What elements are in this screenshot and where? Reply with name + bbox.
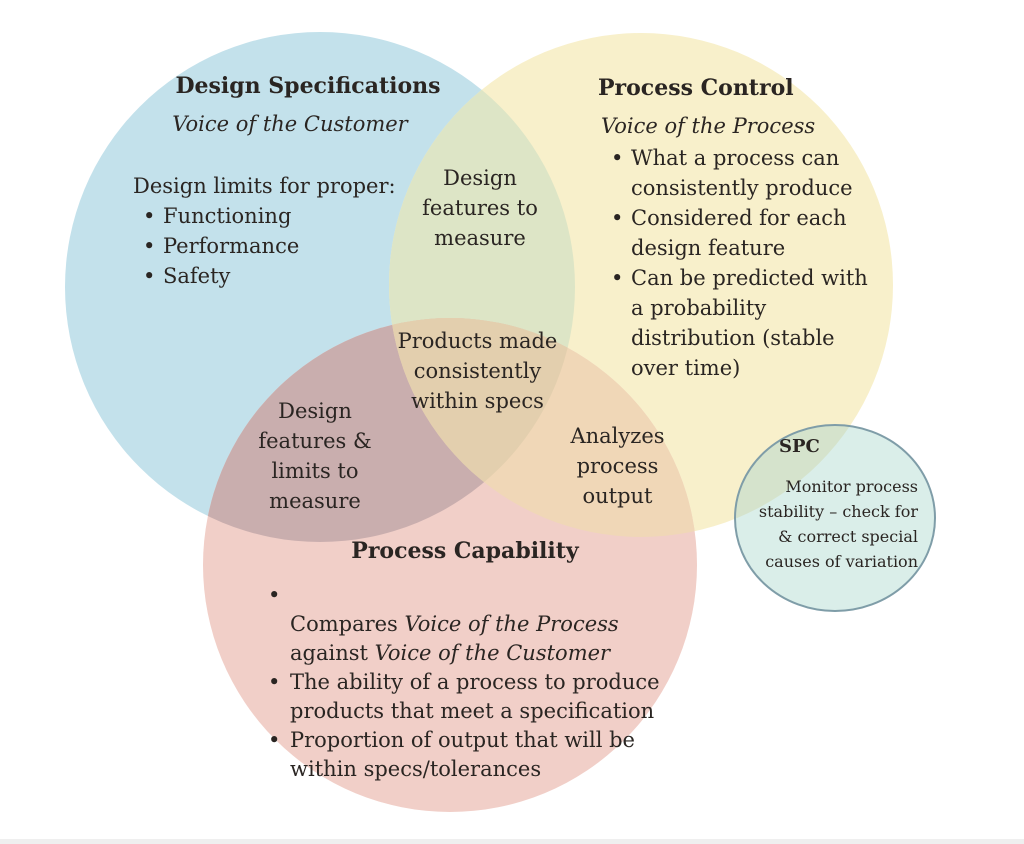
process-capability-list: Compares Voice of the Process against Vo… [268,581,688,784]
triple-overlap-label: Products made consistently within specs [397,329,558,413]
list-item: Performance [133,231,423,261]
bullet-text-italic: Voice of the Customer [374,641,611,665]
list-item-label: Safety [163,264,231,288]
list-item: Considered for each design feature [601,203,881,263]
design-specifications-subtitle: Voice of the Customer [172,112,408,136]
bottom-edge [0,839,1024,844]
specs-capability-overlap-label: Design features & limits to measure [258,399,372,513]
list-item-label: Performance [163,234,300,258]
control-capability-overlap-label: Analyzes process output [570,424,665,508]
list-item-label: Compares Voice of the Process against Vo… [290,581,619,668]
design-limits-intro: Design limits for proper: [133,174,396,198]
specs-control-overlap-label: Design features to measure [422,166,538,250]
list-item: Functioning [133,201,423,231]
process-control-subtitle: Voice of the Process [601,114,816,138]
process-control-title: Process Control [598,75,794,101]
bullet-text: Compares [290,612,405,636]
list-item: The ability of a process to produce prod… [268,668,688,726]
list-item: Safety [133,261,423,291]
design-specifications-list: Design limits for proper: Functioning Pe… [133,171,423,291]
list-item-label: The ability of a process to produce prod… [290,670,660,723]
process-capability-title: Process Capability [351,538,579,564]
list-item-label: What a process can consistently produce [631,146,853,200]
list-item-label: Considered for each design feature [631,206,847,260]
bullet-text-italic: Voice of the Process [404,612,619,636]
list-item-label: Proportion of output that will be within… [290,728,635,781]
list-item-label: Can be predicted with a probability dist… [631,266,868,380]
list-item-label: Functioning [163,204,292,228]
list-item: Can be predicted with a probability dist… [601,263,881,383]
spc-circle-outline [734,424,936,612]
list-item: What a process can consistently produce [601,143,881,203]
design-specifications-title: Design Specifications [175,73,441,99]
list-item: Compares Voice of the Process against Vo… [268,581,688,668]
spc-body: Monitor process stability – check for & … [758,477,918,571]
process-control-list: What a process can consistently produce … [601,143,881,383]
control-capability-overlap-shape [389,318,697,537]
list-item: Proportion of output that will be within… [268,726,688,784]
spc-title: SPC [779,436,820,457]
bullet-text: against [290,641,368,665]
